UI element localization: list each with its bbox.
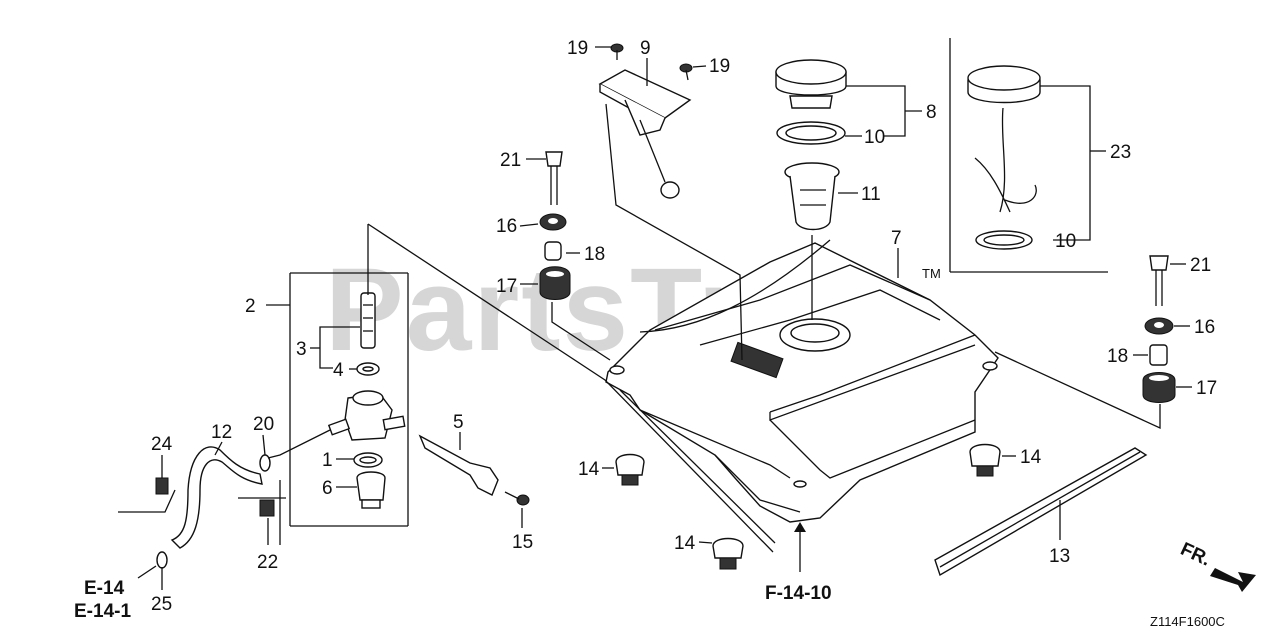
fuel-strainer bbox=[784, 162, 840, 231]
callout-14-right: 14 bbox=[1020, 447, 1042, 468]
fuel-gauge bbox=[598, 69, 692, 199]
callout-12: 12 bbox=[211, 422, 232, 443]
trademark: TM bbox=[922, 266, 941, 281]
bolt-21-left bbox=[545, 151, 563, 205]
callout-10-inset: 10 bbox=[1055, 231, 1076, 252]
callout-5: 5 bbox=[453, 412, 464, 433]
screw-19-right bbox=[679, 63, 693, 81]
callout-2: 2 bbox=[245, 296, 256, 317]
collar-18-left bbox=[544, 241, 562, 261]
grommet-17-left bbox=[539, 266, 571, 300]
fuel-valve-lever-5 bbox=[418, 434, 499, 496]
callout-6: 6 bbox=[322, 478, 333, 499]
rubber-foot-14-c bbox=[712, 537, 744, 570]
callout-11: 11 bbox=[861, 184, 881, 205]
leader-lines bbox=[118, 46, 1192, 590]
fuel-tube-12 bbox=[170, 446, 263, 549]
bolt-21-right bbox=[1149, 255, 1169, 306]
callout-17-right: 17 bbox=[1196, 378, 1217, 399]
screw-19-left bbox=[610, 43, 624, 60]
callout-17-left: 17 bbox=[496, 276, 517, 297]
callout-15: 15 bbox=[512, 532, 533, 553]
callout-19-left: 19 bbox=[567, 38, 588, 59]
callout-18-left: 18 bbox=[584, 244, 605, 265]
callout-22: 22 bbox=[257, 552, 278, 573]
rubber-foot-14-a bbox=[615, 453, 645, 486]
rubber-foot-14-b bbox=[969, 443, 1001, 477]
clip-25 bbox=[156, 551, 168, 569]
o-ring-4 bbox=[356, 362, 380, 376]
callout-24: 24 bbox=[151, 434, 173, 455]
o-ring-1 bbox=[353, 452, 383, 468]
inset-box bbox=[949, 38, 1108, 273]
callout-21-right: 21 bbox=[1190, 255, 1211, 276]
callout-10-main: 10 bbox=[864, 127, 885, 148]
callout-3: 3 bbox=[296, 339, 307, 360]
callout-16-right: 16 bbox=[1194, 317, 1215, 338]
cap-gasket bbox=[776, 121, 846, 145]
callout-23: 23 bbox=[1110, 142, 1131, 163]
sediment-cup-6 bbox=[356, 471, 386, 509]
mounting-strip bbox=[934, 447, 1148, 577]
clip-24 bbox=[155, 477, 169, 495]
washer-16-left bbox=[539, 213, 567, 231]
ref-e14-1: E-14-1 bbox=[74, 601, 131, 622]
washer-16-right bbox=[1144, 317, 1174, 335]
direction-marker: FR. bbox=[1177, 539, 1214, 571]
fuel-cap bbox=[775, 59, 847, 109]
callout-14-bottom: 14 bbox=[674, 533, 696, 554]
callout-25: 25 bbox=[151, 594, 172, 615]
ref-f14-10: F-14-10 bbox=[765, 583, 832, 604]
callout-1: 1 bbox=[322, 450, 333, 471]
fuel-valve bbox=[327, 390, 406, 441]
callout-8: 8 bbox=[926, 102, 937, 123]
callout-4: 4 bbox=[333, 360, 344, 381]
valve-assembly-box bbox=[289, 272, 409, 527]
clip-22 bbox=[259, 499, 275, 517]
figure-code: Z114F1600C bbox=[1150, 614, 1225, 629]
callout-19-right: 19 bbox=[709, 56, 730, 77]
tethered-fuel-cap bbox=[967, 65, 1041, 250]
collar-18-right bbox=[1149, 344, 1168, 366]
front-direction-arrow: FR. bbox=[1177, 539, 1256, 592]
callout-20: 20 bbox=[253, 414, 274, 435]
callout-9: 9 bbox=[640, 38, 651, 59]
grommet-17-right bbox=[1142, 372, 1176, 403]
fuel-strainer-3 bbox=[360, 292, 376, 349]
callout-14-left: 14 bbox=[578, 459, 600, 480]
callout-21-left: 21 bbox=[500, 150, 521, 171]
callout-13: 13 bbox=[1049, 546, 1070, 567]
callout-7: 7 bbox=[891, 228, 902, 249]
callout-18-right: 18 bbox=[1107, 346, 1128, 367]
callout-16-left: 16 bbox=[496, 216, 517, 237]
screw-15 bbox=[504, 491, 530, 506]
ref-e14: E-14 bbox=[84, 578, 125, 599]
